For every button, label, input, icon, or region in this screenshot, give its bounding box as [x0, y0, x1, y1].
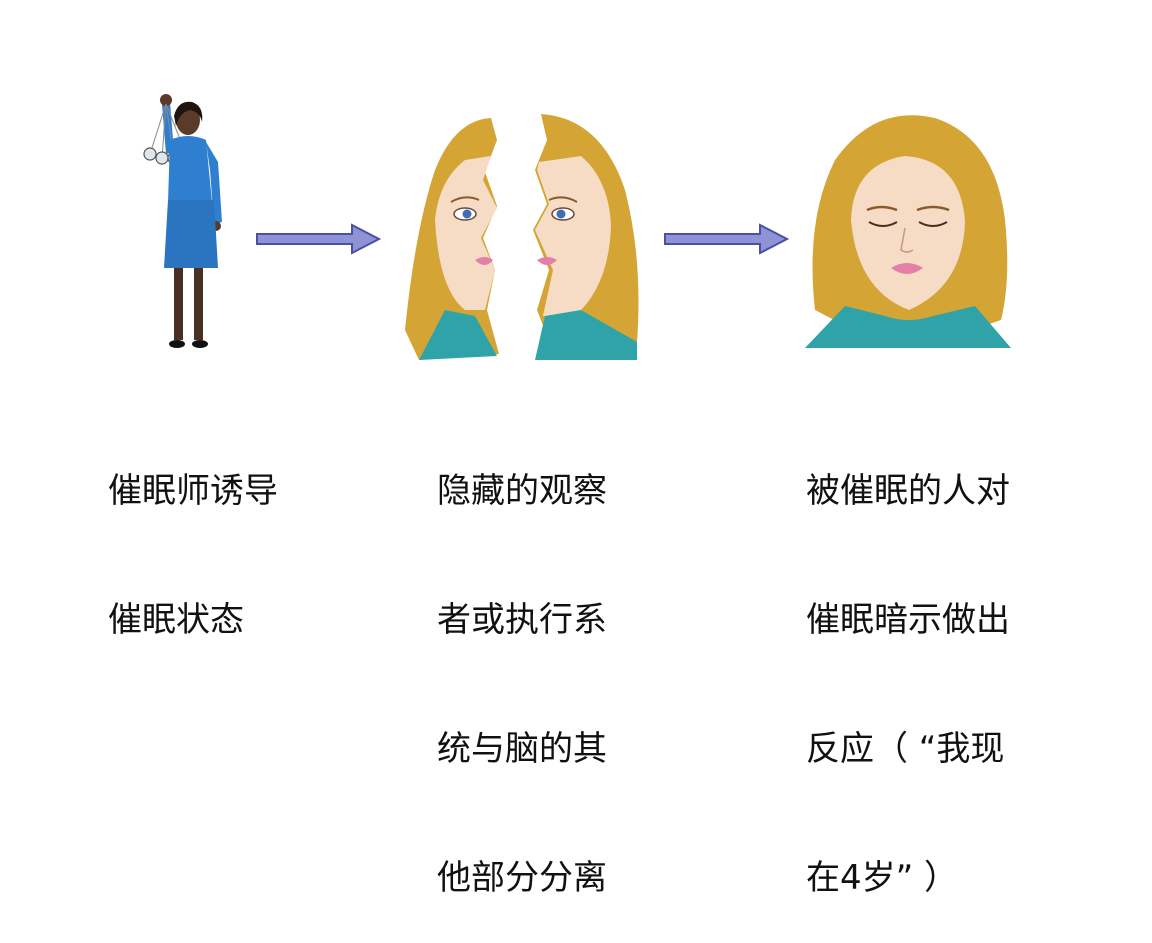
caption-line: 他部分分离 [437, 858, 607, 898]
caption-line: 催眠状态 [108, 600, 244, 640]
hypnotized-face-figure [805, 115, 1011, 348]
caption-line: 者或执行系 [437, 600, 607, 640]
right-arrow-icon [664, 223, 790, 255]
step-1-caption: 催眠师诱导 催眠状态 [108, 384, 278, 685]
step-3-caption: 被催眠的人对 催眠暗示做出 反应（ “我现 在4岁” ） [806, 384, 1010, 943]
caption-line: 在4岁” ） [806, 858, 959, 898]
hypnotist-figure [143, 94, 222, 348]
caption-line: 催眠师诱导 [108, 471, 278, 511]
caption-line: 被催眠的人对 [806, 471, 1010, 511]
caption-line: 催眠暗示做出 [806, 600, 1010, 640]
caption-line: 反应（ “我现 [806, 729, 1005, 769]
step-2-caption: 隐藏的观察 者或执行系 统与脑的其 他部分分离 [437, 384, 607, 943]
right-arrow-icon [256, 223, 382, 255]
caption-line: 隐藏的观察 [437, 471, 607, 511]
caption-line: 统与脑的其 [437, 729, 607, 769]
split-face-figure [405, 114, 639, 360]
